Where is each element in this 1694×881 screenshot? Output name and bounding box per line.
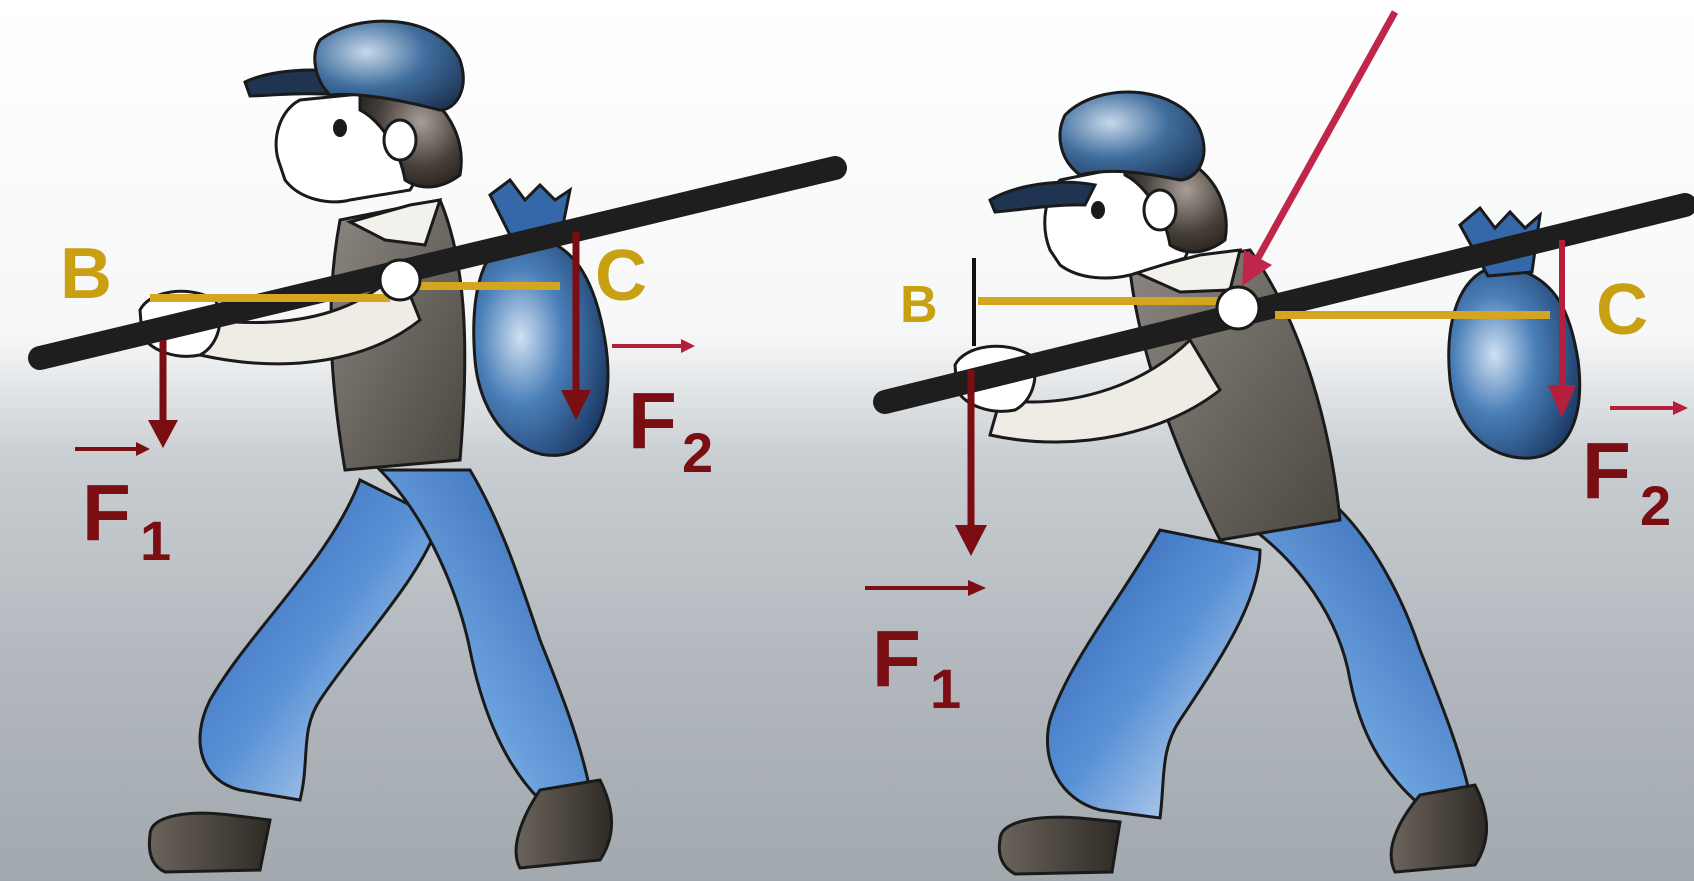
label-f2-subscript: 2 <box>682 421 713 484</box>
stick <box>873 193 1694 414</box>
collar <box>345 198 443 247</box>
label-f2: F <box>1582 426 1631 515</box>
cap <box>313 19 465 112</box>
back-shoe <box>997 815 1122 876</box>
eye <box>1091 201 1105 219</box>
back-leg <box>198 477 442 802</box>
arm <box>988 337 1222 444</box>
ear <box>382 118 418 162</box>
ear <box>1142 188 1178 232</box>
collar <box>1130 248 1242 294</box>
back-leg <box>1045 528 1262 820</box>
force2-down-arrow-icon <box>561 390 591 420</box>
label-f2: F <box>628 376 677 465</box>
front-shoe <box>514 778 614 870</box>
label-b: B <box>900 276 938 334</box>
f1-vector-mark-arrow-icon <box>136 442 150 456</box>
cap-brim <box>988 180 1098 214</box>
label-f1: F <box>82 468 131 557</box>
force1-down-arrow-icon <box>148 420 178 448</box>
label-f2-subscript: 2 <box>1640 474 1671 537</box>
stick <box>28 156 847 370</box>
back-shoe <box>147 811 272 874</box>
panel-right: B C F 1 F 2 <box>865 10 1694 876</box>
front-shoe <box>1389 783 1489 874</box>
pivot-force-arrow-shaft <box>1254 10 1399 260</box>
f1-vector-mark-arrow-icon <box>968 580 986 596</box>
eye <box>333 119 347 137</box>
label-c: C <box>595 236 647 316</box>
force2-down-arrow-icon <box>1548 385 1576 418</box>
pivot-force-arrow-icon <box>1242 250 1272 286</box>
panel-left: B C F 1 F 2 <box>28 19 847 874</box>
label-f1-subscript: 1 <box>140 509 171 572</box>
label-c: C <box>1596 270 1648 350</box>
label-b: B <box>60 234 112 314</box>
pivot-circle-icon <box>378 258 422 302</box>
label-f1: F <box>872 614 921 703</box>
force1-down-arrow-icon <box>955 525 987 556</box>
f2-vector-mark-arrow-icon <box>681 339 695 353</box>
pivot-circle-icon <box>1215 285 1261 331</box>
cap <box>1058 90 1206 182</box>
label-f1-subscript: 1 <box>930 657 961 720</box>
f2-vector-mark-arrow-icon <box>1673 401 1688 415</box>
